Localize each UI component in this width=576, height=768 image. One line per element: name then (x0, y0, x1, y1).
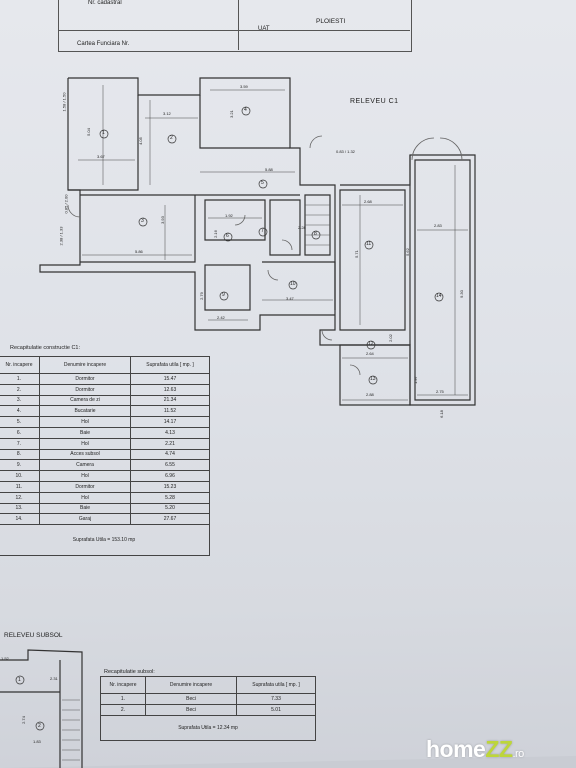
header-nr: Nr. incapere (100, 676, 146, 694)
room-label: 7 (261, 228, 264, 234)
dim-label: 1.97 (412, 376, 418, 384)
header-divider (58, 30, 410, 31)
room-label: 14 (436, 293, 442, 299)
table-total-row: Suprafata Utila = 153.10 mp (0, 524, 210, 557)
dim-label: 0.85 / 2.00 (63, 194, 69, 214)
uat-value: PLOIESTI (316, 18, 346, 25)
dim-label: 1.92 (225, 213, 233, 218)
dim-label: 2.31 (50, 676, 58, 681)
room-label: 2 (38, 723, 41, 729)
dim-label: 2.68 (364, 199, 372, 204)
dim-label: 3.21 (228, 110, 234, 118)
carte-funciara-label: Cartea Funciara Nr. (77, 41, 130, 47)
nr-cadastral-label: Nr. cadastral (88, 0, 122, 6)
dim-label: 2.38 / 1.33 (58, 226, 64, 246)
dim-label: 6.18 (438, 410, 444, 418)
dim-label: 5.04 (85, 128, 91, 136)
dim-label: 2.64 (366, 351, 374, 356)
dim-label: 2.42 (217, 315, 225, 320)
table-header-row: Nr. incapere Denumire incapere Suprafata… (100, 676, 316, 694)
dim-label: 5.86 (135, 249, 143, 254)
dim-label: 2.88 (366, 392, 374, 397)
room-label: 6 (226, 233, 229, 239)
room-label: 12 (368, 341, 374, 347)
header-area: Suprafata utila [ mp. ] (130, 356, 210, 374)
dim-label: 5.88 (265, 167, 273, 172)
dim-label: 1.83 (33, 739, 41, 744)
floor-plan-c1 (39, 77, 476, 406)
room-label: 5 (261, 180, 264, 186)
homezz-watermark-logo: homeZZ.ro (426, 736, 524, 762)
room-label: 10 (290, 281, 296, 287)
dim-label: 2.02 (387, 334, 393, 342)
dim-label: 2.16 (212, 230, 218, 238)
dim-label: 5.71 (353, 250, 359, 258)
dim-label: 0.83 / 1.32 (336, 149, 355, 154)
dim-label: 2.79 (198, 292, 204, 300)
room-label: 1 (18, 677, 21, 683)
table-subsol-total: Suprafata Utila = 12.34 mp (100, 714, 316, 741)
room-label: 9 (222, 292, 225, 298)
dim-label: 3.59 (240, 84, 248, 89)
room-label: 11 (366, 241, 372, 247)
floor-plan-subsol (0, 649, 83, 768)
dim-label: 1.58 / 1.50 (61, 92, 67, 112)
dim-label: 2.28 (298, 225, 306, 230)
header-name: Denumire incapere (145, 676, 237, 694)
dim-label: 4.05 (137, 137, 143, 145)
dim-label: 2.75 (436, 389, 444, 394)
header-box (58, 0, 412, 52)
subsol-plan-title: RELEVEU SUBSOL (4, 632, 63, 639)
dim-label: 3.67 (97, 154, 105, 159)
table-c1-title: Recapitulatie constructie C1: (10, 345, 81, 351)
dim-label: 3.93 (159, 216, 165, 224)
dim-label: 3.12 (163, 111, 171, 116)
room-label: 2 (170, 135, 173, 141)
room-label: 4 (244, 107, 247, 113)
room-label: 3 (141, 218, 144, 224)
plan-title: RELEVEU C1 (350, 98, 399, 105)
table-total-row: Suprafata Utila = 12.34 mp (100, 714, 316, 741)
table-c1: Nr. incapere Denumire incapere Suprafata… (0, 356, 210, 557)
room-label: 13 (370, 376, 376, 382)
dim-label: 2.74 (20, 716, 26, 724)
table-header-row: Nr. incapere Denumire incapere Suprafata… (0, 356, 210, 374)
header-nr: Nr. incapere (0, 356, 40, 374)
room-label: 1 (102, 130, 105, 136)
header-divider-v (238, 0, 239, 50)
header-name: Denumire incapere (39, 356, 131, 374)
dim-label: 5.62 (404, 248, 410, 256)
subsol-table-title: Recapitulatie subsol: (104, 669, 155, 675)
room-label: 8 (314, 231, 317, 237)
table-subsol: Nr. incapere Denumire incapere Suprafata… (100, 676, 316, 741)
dim-label: 9.30 (458, 290, 464, 298)
dim-label: 2.83 (434, 223, 442, 228)
uat-label: UAT (258, 26, 270, 32)
dim-label: 1.52 (1, 656, 9, 661)
dim-label: 3.47 (286, 296, 294, 301)
header-area: Suprafata utila [ mp. ] (236, 676, 316, 694)
table-c1-total: Suprafata Utila = 153.10 mp (0, 524, 210, 557)
